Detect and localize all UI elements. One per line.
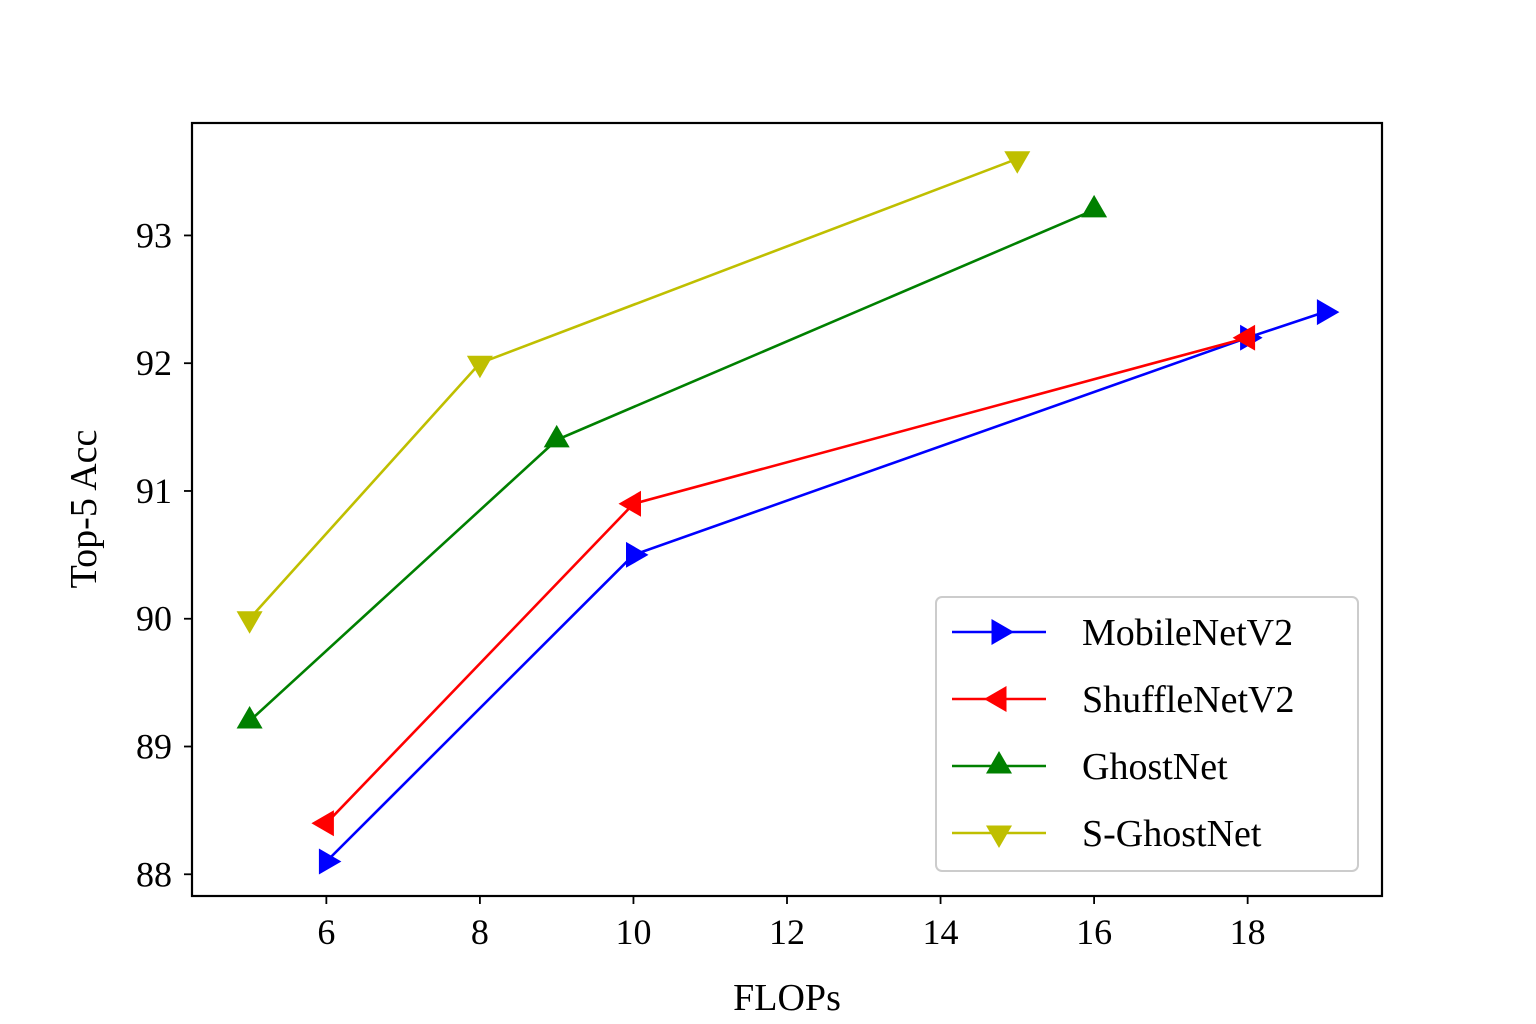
- x-tick-label: 16: [1076, 912, 1112, 952]
- data-point-ghostnet: [1081, 194, 1108, 218]
- x-tick-label: 6: [317, 912, 335, 952]
- legend-label-shufflenetv2: ShuffleNetV2: [1082, 679, 1295, 721]
- legend-label-ghostnet: GhostNet: [1082, 746, 1228, 788]
- data-point-s-ghostnet: [236, 611, 263, 634]
- y-tick-label: 92: [136, 343, 172, 383]
- legend-marker-s-ghostnet: [986, 825, 1012, 848]
- data-point-shufflenetv2: [618, 490, 641, 517]
- legend-box: [935, 596, 1359, 872]
- legend-label-mobilenetv2: MobileNetV2: [1082, 612, 1293, 654]
- legend: MobileNetV2ShuffleNetV2GhostNetS-GhostNe…: [935, 596, 1359, 872]
- data-point-ghostnet: [236, 706, 263, 729]
- legend-label-s-ghostnet: S-GhostNet: [1082, 813, 1262, 855]
- data-point-mobilenetv2: [626, 541, 649, 568]
- x-axis-ticks: 6 8 10 12 14 16 18: [317, 896, 1266, 952]
- x-axis-label: FLOPs: [733, 977, 841, 1019]
- legend-marker-shufflenetv2: [984, 686, 1007, 712]
- y-axis-label: Top-5 Acc: [63, 430, 105, 589]
- y-tick-label: 91: [136, 471, 172, 511]
- data-point-shufflenetv2: [311, 810, 334, 837]
- data-point-mobilenetv2: [1316, 299, 1340, 326]
- data-point-s-ghostnet: [1004, 151, 1031, 174]
- x-tick-label: 14: [923, 912, 959, 952]
- y-tick-label: 88: [136, 854, 172, 894]
- data-point-mobilenetv2: [318, 848, 342, 875]
- legend-marker-mobilenetv2: [991, 619, 1014, 645]
- legend-marker-ghostnet: [986, 751, 1012, 774]
- x-tick-label: 12: [769, 912, 805, 952]
- y-tick-label: 89: [136, 727, 172, 767]
- x-tick-label: 8: [471, 912, 489, 952]
- data-point-ghostnet: [543, 424, 570, 448]
- data-point-shufflenetv2: [1232, 324, 1256, 351]
- series-markers: [236, 151, 1340, 875]
- plot-frame: [190, 121, 1384, 898]
- y-tick-label: 93: [136, 215, 172, 255]
- data-point-s-ghostnet: [466, 355, 493, 379]
- x-tick-label: 10: [615, 912, 651, 952]
- x-tick-label: 18: [1230, 912, 1266, 952]
- series-line-mobilenetv2: [325, 310, 1325, 863]
- y-tick-label: 90: [136, 599, 172, 639]
- y-axis-ticks: 88 89 90 91 92 93: [136, 215, 192, 894]
